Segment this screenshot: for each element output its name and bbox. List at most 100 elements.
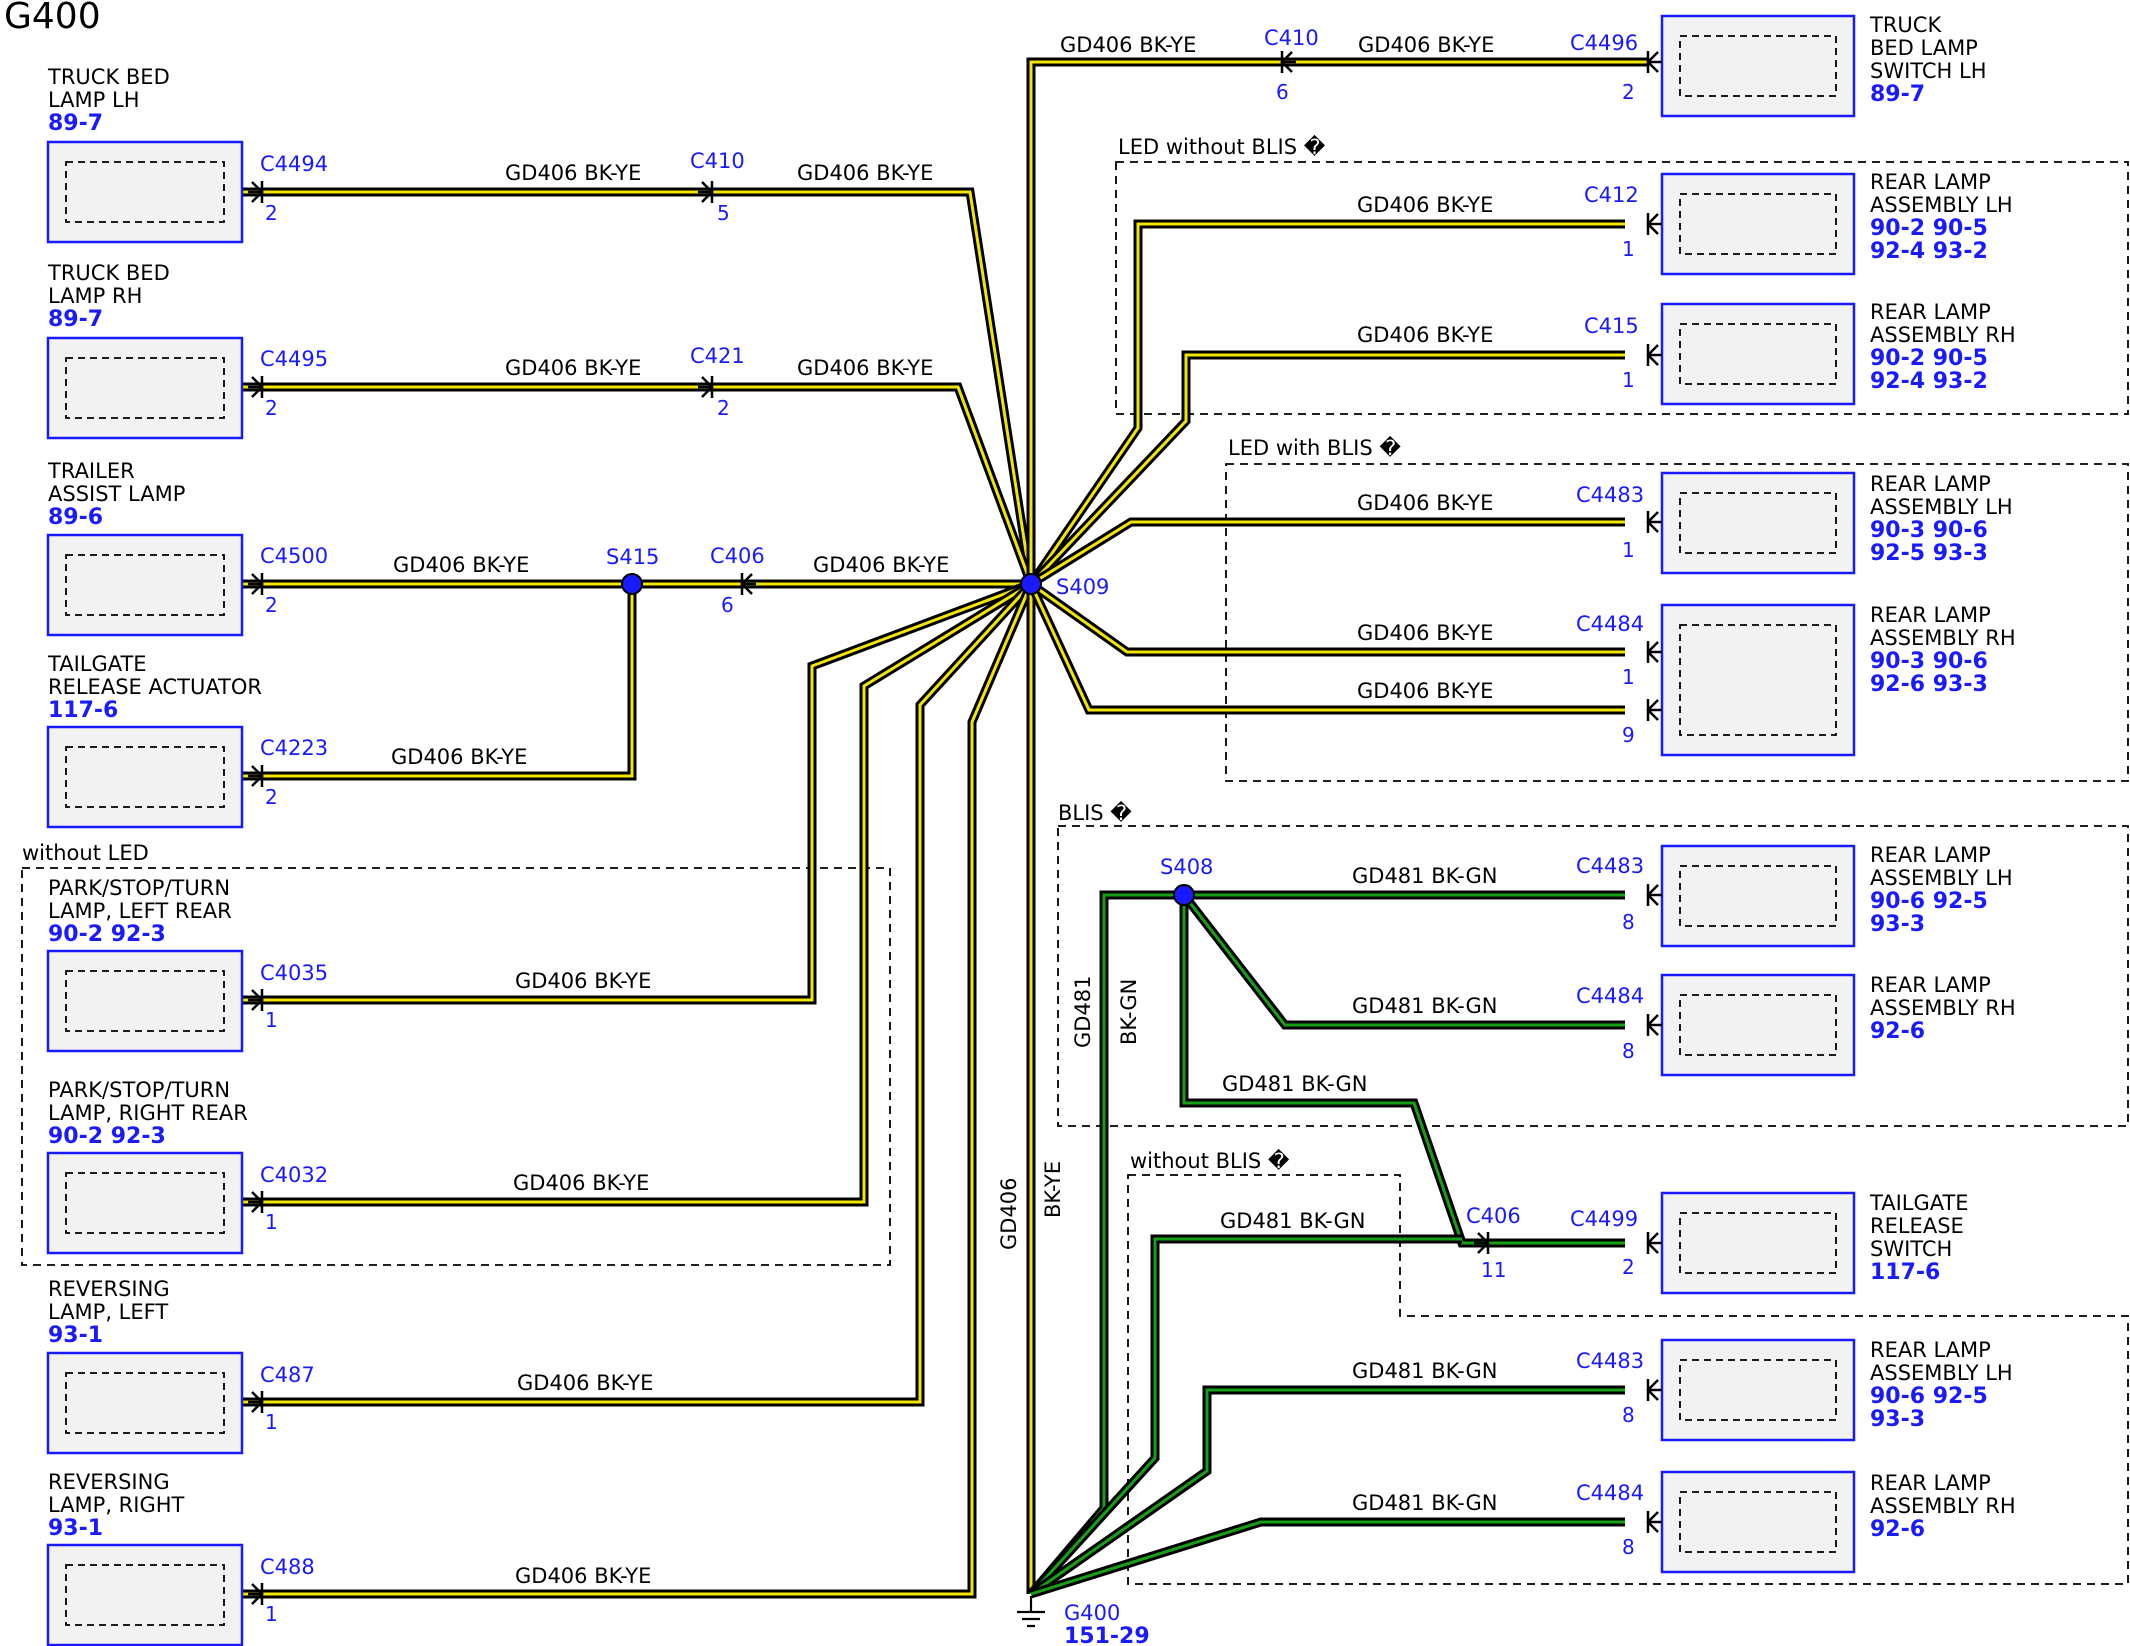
- wire-label: GD481 BK-GN: [1220, 1209, 1366, 1233]
- component-box: [1660, 1470, 1856, 1574]
- wire-bk-ye: [1026, 57, 1648, 584]
- wire-stripe: [208, 582, 1033, 1404]
- wire-bk-ye: [208, 584, 637, 781]
- connector-pin: 2: [265, 396, 278, 420]
- wire-label: GD406 BK-YE: [1357, 491, 1493, 515]
- wire-label: GD406 BK-YE: [797, 356, 933, 380]
- connector-name: C406: [1466, 1204, 1521, 1228]
- wire-label-vertical: GD481: [1071, 975, 1095, 1048]
- connector-arrow-icon: [1646, 511, 1662, 533]
- wire-label: GD406 BK-YE: [505, 356, 641, 380]
- connector-pin: 1: [1622, 368, 1635, 392]
- component-page-ref: 117-6: [1870, 1260, 1940, 1285]
- wire-label: GD406 BK-YE: [391, 745, 527, 769]
- wire-label-vertical: BK-GN: [1117, 979, 1141, 1045]
- wire-bk-gn: [1028, 1385, 1625, 1598]
- connector-arrow-icon: [248, 1583, 264, 1605]
- component-page-ref: 89-7: [48, 111, 103, 136]
- connector-pin: 1: [265, 1410, 278, 1434]
- wire-outline: [1027, 1234, 1462, 1598]
- connector-name: C4035: [260, 961, 328, 985]
- connector-name: C4484: [1576, 612, 1644, 636]
- group-led-without-blis: [1115, 161, 2129, 415]
- component-inner-outline: [65, 1172, 225, 1234]
- wire-label: GD481 BK-GN: [1352, 1359, 1498, 1383]
- component-inner-outline: [1679, 323, 1837, 385]
- component-name-line: TRAILER: [47, 459, 135, 483]
- wire-bk-gn: [1180, 892, 1625, 1030]
- component-name-line: ASSEMBLY RH: [1870, 626, 2016, 650]
- component-name-line: REAR LAMP: [1870, 973, 1991, 997]
- component-name-line: LAMP, LEFT: [48, 1300, 168, 1324]
- connector-pin: 8: [1622, 910, 1635, 934]
- wire-label: GD406 BK-YE: [517, 1371, 653, 1395]
- wire-stripe: [1182, 895, 1625, 1245]
- connector-arrow-icon: [1646, 1511, 1662, 1533]
- component-name-line: REVERSING: [48, 1277, 170, 1301]
- connector-pin: 2: [1622, 80, 1635, 104]
- ground-g400: G400 151-29: [1017, 1596, 1150, 1646]
- wires: [208, 57, 1648, 1599]
- component-box: [46, 336, 244, 440]
- component-name-line: TRUCK: [1869, 13, 1942, 37]
- connector-arrow-icon: [1646, 1014, 1662, 1036]
- component-page-ref: 93-3: [1870, 1407, 1925, 1432]
- component-name-line: LAMP LH: [48, 88, 140, 112]
- group-label-without-blis: without BLIS �: [1130, 1148, 1290, 1173]
- wire-stripe: [1029, 222, 1625, 585]
- component-name-line: TRUCK BED: [47, 261, 170, 285]
- connector-pin: 1: [265, 1008, 278, 1032]
- connector-arrow-icon: [248, 989, 264, 1011]
- component-page-ref: 90-2 92-3: [48, 922, 166, 947]
- wire-outline: [208, 580, 1034, 1207]
- component-name-line: PARK/STOP/TURN: [48, 1078, 230, 1102]
- component-name-line: REAR LAMP: [1870, 1338, 1991, 1362]
- component-box: [1660, 844, 1856, 948]
- component-name-line: TAILGATE: [1869, 1191, 1969, 1215]
- connector-name: C410: [1264, 26, 1319, 50]
- component-box: [46, 1351, 244, 1455]
- wire-outline: [1027, 350, 1625, 588]
- connector-name: C410: [690, 149, 745, 173]
- connector-pin: 6: [721, 593, 734, 617]
- component-inner-outline: [1679, 1359, 1837, 1421]
- connector-pin: 2: [717, 396, 730, 420]
- component-box: [1660, 172, 1856, 276]
- connector-name: C4223: [260, 736, 328, 760]
- component-name-line: REAR LAMP: [1870, 472, 1991, 496]
- component-inner-outline: [1679, 865, 1837, 927]
- wire-outline: [1028, 580, 1625, 657]
- wire-bk-ye: [208, 582, 1036, 1599]
- wire-label: GD406 BK-YE: [515, 969, 651, 993]
- wire-bk-ye: [208, 579, 1033, 1005]
- connector-name: C4483: [1576, 854, 1644, 878]
- component-box: [1660, 14, 1856, 118]
- wire-stripe: [1029, 353, 1625, 586]
- connector-pin: 8: [1622, 1039, 1635, 1063]
- group-label-blis: BLIS �: [1058, 800, 1132, 825]
- component-name-line: LAMP, RIGHT: [48, 1493, 185, 1517]
- ground-icon: [1017, 1596, 1045, 1628]
- connector-arrow-icon: [1646, 1232, 1662, 1254]
- wire-label: GD406 BK-YE: [1357, 621, 1493, 645]
- component-box: [1660, 1338, 1856, 1442]
- wire-label: GD406 BK-YE: [393, 553, 529, 577]
- component-name-line: REVERSING: [48, 1470, 170, 1494]
- connector-name: C4032: [260, 1163, 328, 1187]
- group-without-led: [21, 867, 891, 1266]
- component-page-ref: 92-6: [1870, 1517, 1925, 1542]
- wire-bk-ye: [1027, 219, 1625, 587]
- connector-pin: 8: [1622, 1535, 1635, 1559]
